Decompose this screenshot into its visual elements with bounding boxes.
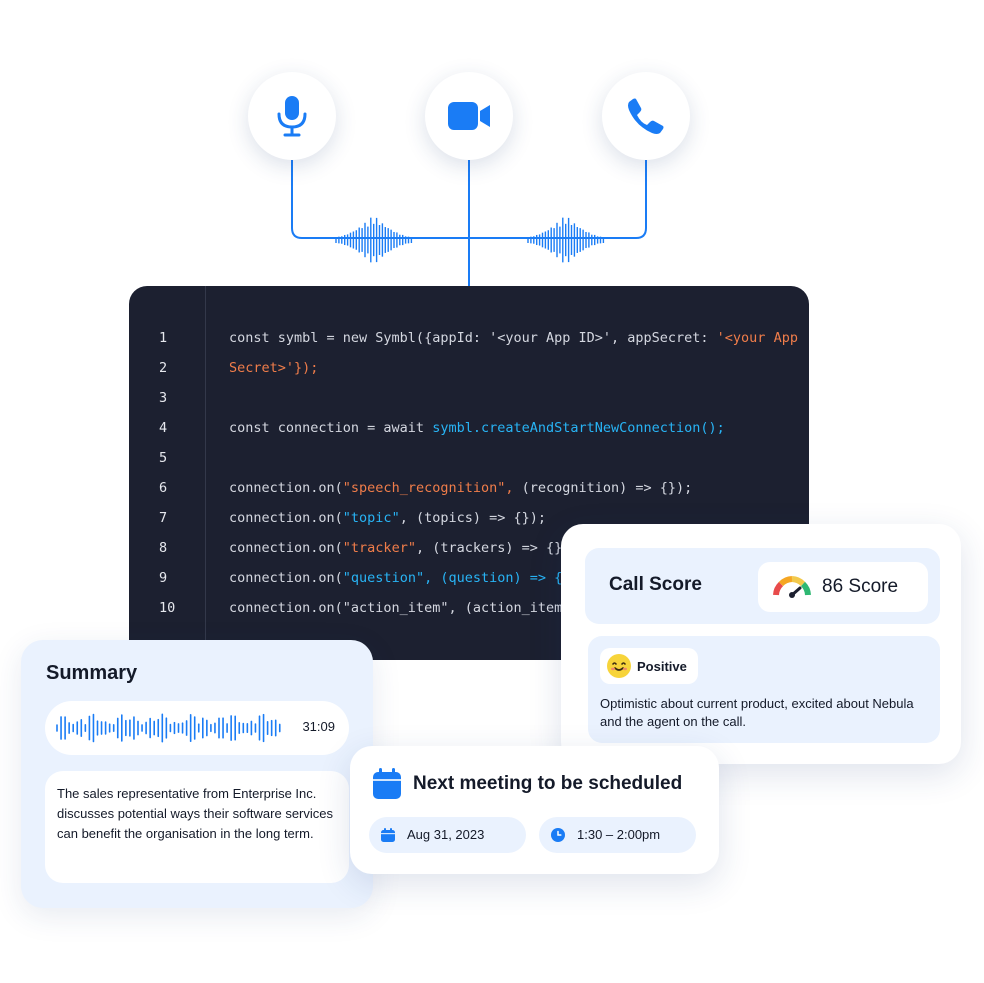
code-text: connection.on("action_item", (action_ite… — [229, 593, 635, 623]
code-line: 1 const symbl = new Symbl({appId: '<your … — [129, 323, 809, 353]
audio-player[interactable]: 31:09 — [45, 701, 349, 755]
call-score-title: Call Score — [609, 574, 702, 595]
next-meeting-card: Next meeting to be scheduled Aug 31, 202… — [350, 746, 719, 874]
connector-lines — [291, 160, 647, 286]
summary-text-box: The sales representative from Enterprise… — [45, 771, 349, 883]
code-token: , (topics) => {}); — [399, 510, 547, 526]
code-token: connection.on( — [229, 540, 343, 556]
gutter-divider — [205, 286, 206, 660]
line-number: 6 — [159, 480, 168, 496]
code-line: 4 const connection = await symbl.createAn… — [129, 413, 809, 443]
code-line: 5 — [129, 443, 809, 473]
score-panel: Call Score 86 Score — [585, 548, 940, 624]
phone-icon — [628, 98, 664, 134]
summary-card: Summary 31:09 The sales representative f… — [21, 640, 373, 908]
score-pill: 86 Score — [758, 562, 928, 612]
microphone-button[interactable] — [248, 72, 336, 160]
line-number: 4 — [159, 420, 168, 436]
line-number: 10 — [159, 600, 176, 616]
code-token: connection.on( — [229, 480, 343, 496]
code-token: '<your App — [716, 330, 798, 346]
code-line: 9 connection.on("question", (question) =>… — [129, 563, 809, 593]
code-token: (recognition) => {}); — [513, 480, 693, 496]
calendar-icon — [373, 768, 401, 799]
sentiment-label: Positive — [637, 659, 687, 674]
code-token: const symbl = new Symbl({appId: '<your A… — [229, 330, 717, 346]
video-button[interactable] — [425, 72, 513, 160]
microphone-icon — [277, 96, 307, 137]
code-token: "topic" — [342, 510, 400, 526]
code-text: connection.on("question", (question) => … — [229, 563, 587, 593]
code-line: 2 Secret>'}); — [129, 353, 809, 383]
phone-button[interactable] — [602, 72, 690, 160]
code-token: "speech_recognition", — [342, 480, 514, 496]
sentiment-badge: Positive — [600, 648, 698, 684]
calendar-small-icon — [381, 828, 395, 842]
audio-waveform — [56, 713, 281, 743]
clock-icon — [551, 828, 565, 842]
code-line: 8 connection.on("tracker", (trackers) => … — [129, 533, 809, 563]
audio-wave-left — [335, 217, 413, 263]
video-camera-icon — [448, 102, 490, 130]
code-text: connection.on("tracker", (trackers) => {… — [229, 533, 579, 563]
code-token: "tracker" — [342, 540, 416, 556]
summary-title: Summary — [46, 662, 138, 684]
line-number: 9 — [159, 570, 168, 586]
score-value: 86 Score — [822, 576, 899, 597]
sentiment-description: Optimistic about current product, excite… — [600, 696, 914, 729]
code-line: 10 connection.on("action_item", (action_i… — [129, 593, 809, 623]
code-text: const symbl = new Symbl({appId: '<your A… — [229, 323, 798, 353]
code-token: "question", (question) => {}); — [342, 570, 587, 586]
code-token: connection.on("action_item", (action_ite… — [229, 600, 636, 616]
sentiment-panel: Positive Optimistic about current produc… — [588, 636, 940, 743]
code-token: , (trackers) => {}); — [415, 540, 579, 556]
code-token: connection.on( — [229, 570, 343, 586]
code-token: Secret>'}); — [229, 360, 319, 376]
line-number: 1 — [159, 330, 168, 346]
meeting-time-chip[interactable]: 1:30 – 2:00pm — [539, 817, 696, 853]
code-token: symbl.createAndStartNewConnection(); — [432, 420, 725, 436]
code-line: 7 connection.on("topic", (topics) => {}); — [129, 503, 809, 533]
line-number: 8 — [159, 540, 168, 556]
smiley-emoji-icon — [607, 654, 631, 678]
meeting-title: Next meeting to be scheduled — [413, 773, 683, 794]
audio-duration: 31:09 — [302, 719, 335, 734]
audio-wave-right — [527, 217, 605, 263]
code-token: const connection = await — [229, 420, 433, 436]
call-score-card: Call Score 86 Score Positive — [561, 524, 961, 764]
meeting-date-chip[interactable]: Aug 31, 2023 — [369, 817, 526, 853]
line-number: 3 — [159, 390, 168, 406]
line-number: 7 — [159, 510, 168, 526]
line-number: 5 — [159, 450, 168, 466]
meeting-date: Aug 31, 2023 — [407, 827, 485, 842]
meeting-time: 1:30 – 2:00pm — [577, 827, 661, 842]
code-text: Secret>'}); — [229, 353, 318, 383]
line-number: 2 — [159, 360, 168, 376]
code-token: connection.on( — [229, 510, 343, 526]
code-text: connection.on("topic", (topics) => {}); — [229, 503, 546, 533]
code-text: connection.on("speech_recognition", (rec… — [229, 473, 692, 503]
code-line: 6 connection.on("speech_recognition", (re… — [129, 473, 809, 503]
gauge-icon — [773, 576, 811, 598]
summary-text: The sales representative from Enterprise… — [57, 786, 334, 841]
code-line: 3 — [129, 383, 809, 413]
code-text: const connection = await symbl.createAnd… — [229, 413, 725, 443]
